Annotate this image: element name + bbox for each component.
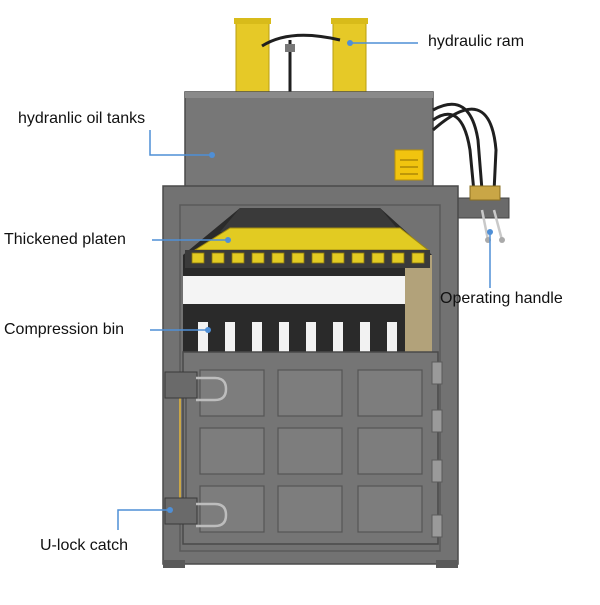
leader-dot bbox=[347, 40, 353, 46]
top-hose bbox=[261, 33, 341, 48]
u-lock-shackle bbox=[196, 376, 228, 402]
bin-slot bbox=[225, 322, 235, 352]
leader-lines bbox=[117, 40, 493, 530]
leader-dot bbox=[205, 327, 211, 333]
platen-rib-bar bbox=[185, 250, 430, 268]
cylinder-left-cap bbox=[234, 18, 271, 24]
lever-knob bbox=[499, 237, 505, 243]
cylinder-right bbox=[332, 19, 367, 99]
platen-rib bbox=[351, 252, 365, 264]
hydraulic-cylinders bbox=[234, 18, 368, 99]
bin-slot bbox=[333, 322, 343, 352]
platen-rib bbox=[411, 252, 425, 264]
hose-fitting bbox=[285, 44, 295, 52]
side-hose bbox=[432, 112, 476, 193]
leader-dot bbox=[209, 152, 215, 158]
chamber-light-strip bbox=[183, 276, 411, 304]
bin-slot bbox=[387, 322, 397, 352]
label-u-lock-catch: U-lock catch bbox=[40, 537, 129, 554]
lever-handle-icon bbox=[480, 209, 490, 241]
door-sub-panel bbox=[357, 427, 423, 475]
compression-bin-slots bbox=[198, 322, 397, 352]
base-foot bbox=[163, 560, 185, 568]
leader-oil-tanks bbox=[149, 130, 212, 156]
door-sub-panel bbox=[277, 485, 343, 533]
hinge-icon bbox=[431, 459, 443, 483]
platen-rib bbox=[311, 252, 325, 264]
lock-block bbox=[164, 371, 198, 399]
platen-rib bbox=[191, 252, 205, 264]
side-hose bbox=[432, 107, 498, 193]
door-sub-panels bbox=[199, 369, 423, 533]
leader-dot bbox=[487, 229, 493, 235]
label-oil-tanks: hydranlic oil tanks bbox=[18, 110, 146, 127]
hinge-icon bbox=[431, 409, 443, 433]
bin-slot bbox=[306, 322, 316, 352]
platen bbox=[185, 227, 430, 268]
tank-top-edge bbox=[185, 92, 433, 98]
leader-dot bbox=[225, 237, 231, 243]
hinge-icon bbox=[431, 514, 443, 538]
tank-box bbox=[184, 91, 434, 189]
leader-dot bbox=[167, 507, 173, 513]
platen-rib bbox=[331, 252, 345, 264]
leader-u-lock bbox=[117, 509, 170, 530]
side-hydraulics bbox=[432, 102, 510, 243]
warning-sticker bbox=[394, 149, 424, 181]
u-lock-icon bbox=[164, 371, 228, 402]
door-sub-panel bbox=[357, 369, 423, 417]
door-sub-panel bbox=[277, 369, 343, 417]
label-compression-bin: Compression bin bbox=[4, 321, 125, 338]
platen-rib bbox=[251, 252, 265, 264]
u-lock-shackle bbox=[196, 502, 228, 528]
platen-rib bbox=[231, 252, 245, 264]
cylinder-right-cap bbox=[331, 18, 368, 24]
platen-rib bbox=[391, 252, 405, 264]
chamber-side-panel bbox=[405, 255, 432, 352]
door-hinges bbox=[431, 361, 443, 538]
bin-slot bbox=[360, 322, 370, 352]
valve-block bbox=[469, 185, 501, 201]
door-sub-panel bbox=[357, 485, 423, 533]
hinge-icon bbox=[431, 361, 443, 385]
door-sub-panel bbox=[199, 427, 265, 475]
bin-slot bbox=[279, 322, 289, 352]
door bbox=[182, 351, 443, 545]
chamber-back-wall bbox=[220, 208, 400, 232]
door-sub-panel bbox=[199, 485, 265, 533]
door-sub-panel bbox=[277, 427, 343, 475]
bin-slot bbox=[252, 322, 262, 352]
platen-ribs bbox=[191, 252, 425, 264]
base-foot bbox=[436, 560, 458, 568]
bin-slot bbox=[198, 322, 208, 352]
platen-rib bbox=[371, 252, 385, 264]
oil-tank-housing bbox=[184, 91, 434, 189]
platen-rib bbox=[271, 252, 285, 264]
label-hydraulic-ram: hydraulic ram bbox=[428, 33, 525, 50]
label-operating-handle: Operating handle bbox=[440, 290, 563, 307]
platen-rib bbox=[291, 252, 305, 264]
label-platen: Thickened platen bbox=[4, 231, 126, 248]
lever-handle-icon bbox=[492, 209, 504, 241]
platen-rib bbox=[211, 252, 225, 264]
cylinder-left bbox=[235, 19, 270, 99]
